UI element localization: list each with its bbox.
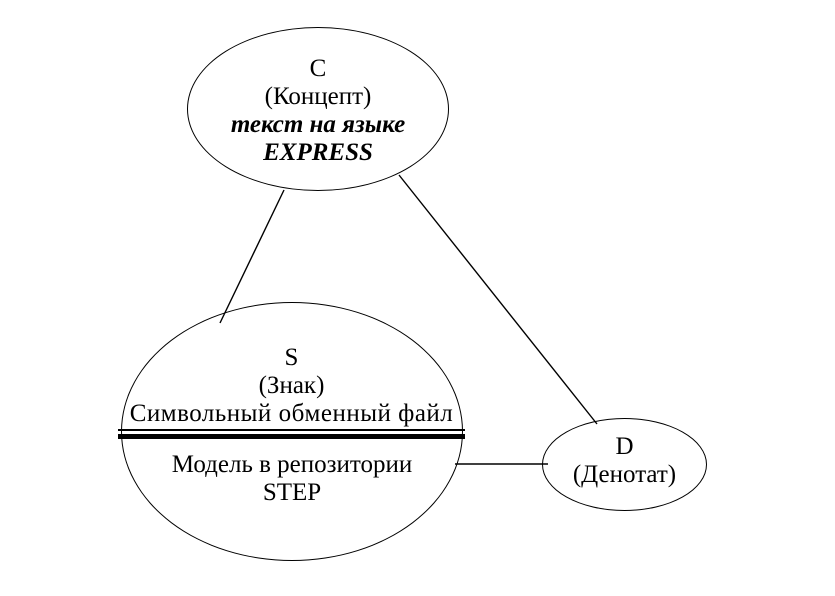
sign-lower-block: Модель в репозитории STEP (121, 451, 463, 507)
concept-desc-line1: текст на языке (230, 111, 406, 138)
sign-lower-line2: STEP (262, 479, 322, 506)
concept-desc-line2: EXPRESS (263, 139, 373, 166)
concept-label-block: C (Концепт) текст на языке EXPRESS (187, 55, 449, 167)
denotation-letter: D (615, 433, 634, 460)
sign-lower-line1: Модель в репозитории (171, 451, 413, 478)
denotation-label-block: D (Денотат) (542, 433, 707, 489)
sign-upper-block: S (Знак) Символьный обменный файл (118, 344, 465, 428)
concept-name: (Концепт) (264, 83, 372, 110)
concept-ellipse (187, 27, 449, 191)
sign-upper-text: Символьный обменный файл (129, 400, 454, 427)
denotation-ellipse (542, 418, 707, 511)
sign-name: (Знак) (258, 372, 325, 399)
sign-letter: S (284, 344, 299, 371)
concept-letter: C (309, 55, 327, 82)
denotation-name: (Денотат) (572, 461, 677, 488)
sign-divider-line (118, 429, 465, 439)
